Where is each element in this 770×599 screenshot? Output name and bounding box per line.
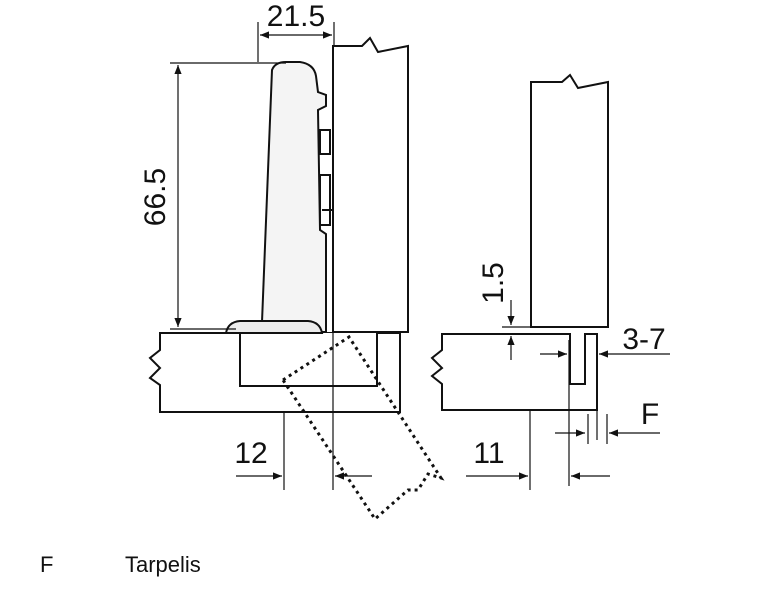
hinge-plate bbox=[224, 320, 324, 334]
swung-door-outline bbox=[280, 334, 445, 522]
dim-gap-small: 1.5 bbox=[477, 262, 510, 304]
legend-value: Tarpelis bbox=[125, 552, 201, 577]
dim-width-top: 21.5 bbox=[267, 0, 325, 33]
hinge-clip-1 bbox=[319, 129, 331, 155]
hinge-cup-recess bbox=[239, 333, 378, 387]
legend-key: F bbox=[40, 552, 54, 577]
door-panel-right bbox=[530, 73, 609, 328]
hinge-clip-2 bbox=[319, 174, 331, 226]
right-assembly bbox=[430, 73, 609, 411]
hinge-arm bbox=[261, 61, 327, 333]
cabinet-side-right bbox=[430, 333, 598, 411]
left-assembly bbox=[148, 36, 445, 522]
dimension-lines bbox=[170, 22, 670, 490]
dim-overlay-range: 3-7 bbox=[622, 323, 665, 356]
dim-height-left: 66.5 bbox=[139, 168, 172, 226]
dim-bottom-right: 11 bbox=[473, 437, 504, 470]
dim-label-f: F bbox=[641, 398, 659, 431]
door-panel-left bbox=[332, 36, 409, 333]
dim-bottom-left: 12 bbox=[234, 437, 267, 470]
